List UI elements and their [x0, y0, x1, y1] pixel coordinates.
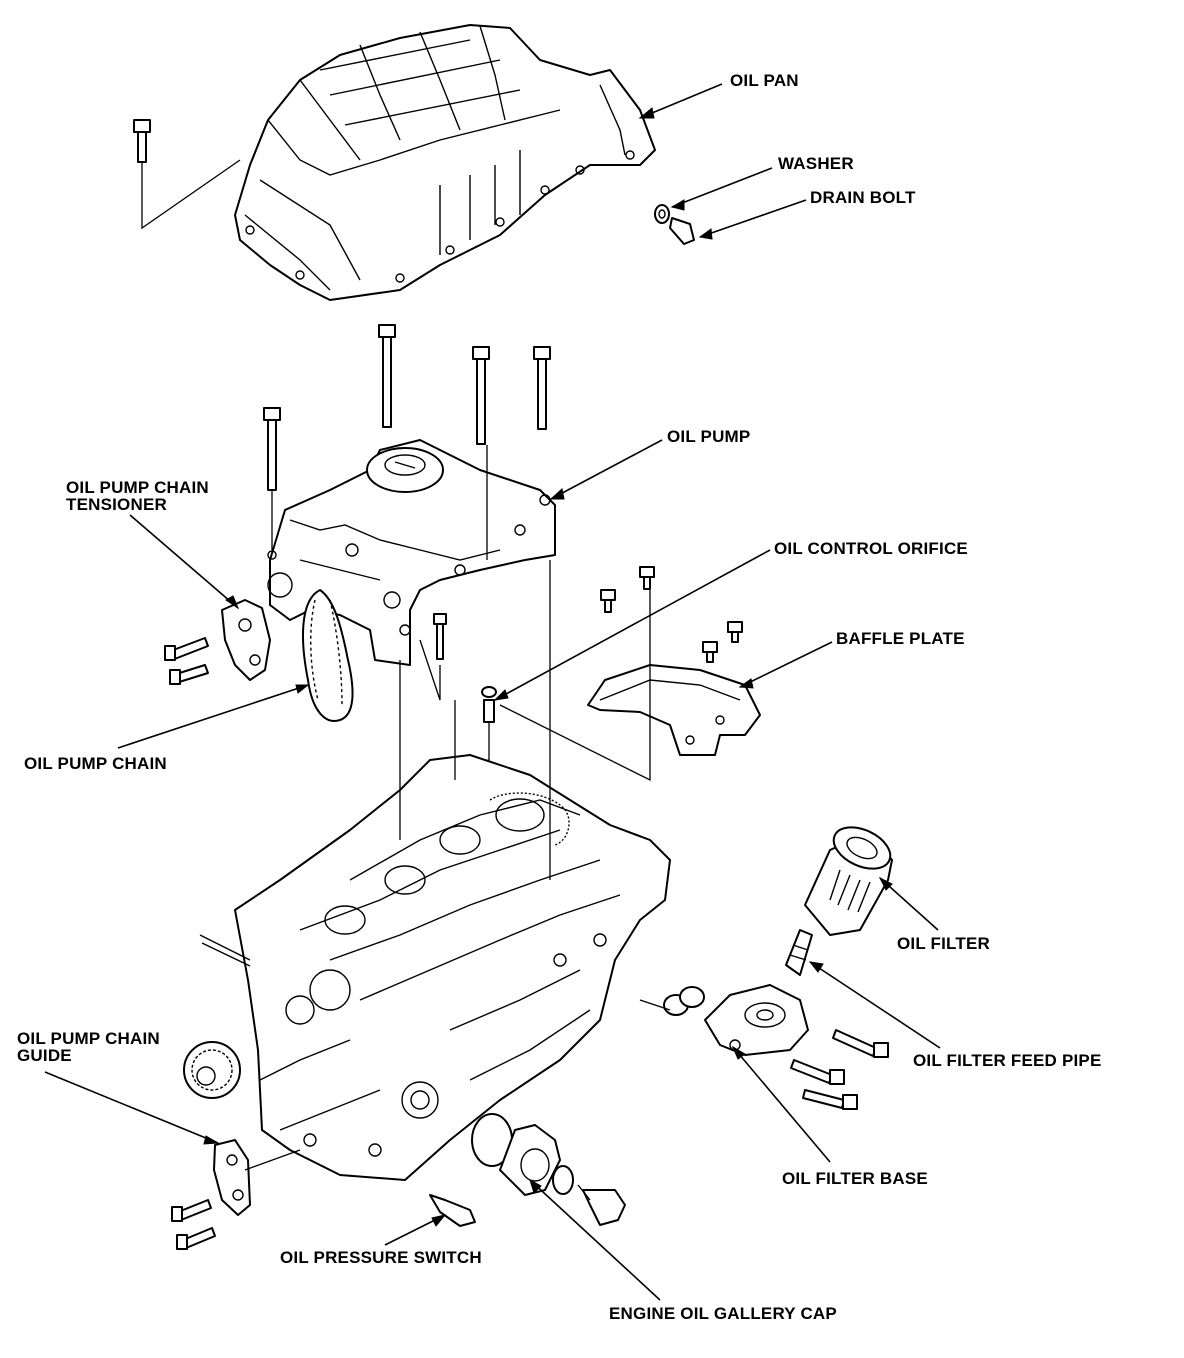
oil-pump-chain-guide-part: [213, 1139, 251, 1216]
leader-lines: [44, 83, 941, 1301]
label-oil-filter-feed-pipe: OIL FILTER FEED PIPE: [913, 1051, 1102, 1070]
oil-pressure-switch-part: [429, 1194, 476, 1227]
tensioner-bolts: [164, 637, 209, 685]
oil-pump-chain-part: [302, 589, 354, 722]
label-oil-pan: OIL PAN: [730, 71, 799, 90]
chain-guide-bolts: [171, 1199, 216, 1250]
label-drain-bolt: DRAIN BOLT: [810, 188, 916, 207]
drain-bolt-part: [669, 217, 695, 245]
label-oil-pump: OIL PUMP: [667, 427, 751, 446]
label-oil-pump-chain: OIL PUMP CHAIN: [24, 754, 167, 773]
engine-block-part: [234, 754, 671, 1181]
label-engine-oil-gallery-cap: ENGINE OIL GALLERY CAP: [609, 1304, 837, 1323]
oil-pump-chain-tensioner-part: [221, 599, 271, 681]
label-baffle-plate: BAFFLE PLATE: [836, 629, 965, 648]
label-washer: WASHER: [778, 154, 854, 173]
label-oil-pump-chain-tensioner: OIL PUMP CHAIN TENSIONER: [66, 478, 209, 514]
oil-pump-bolts: [263, 324, 551, 660]
washer-part: [654, 204, 670, 224]
oil-filter-part: [804, 826, 893, 936]
label-oil-filter-base: OIL FILTER BASE: [782, 1169, 928, 1188]
filter-base-bolts: [790, 1029, 889, 1110]
engine-oil-gallery-cap-part: [471, 1113, 626, 1226]
filter-base-o-rings: [663, 986, 705, 1016]
oil-pump-part: [267, 439, 556, 666]
label-oil-pressure-switch: OIL PRESSURE SWITCH: [280, 1248, 482, 1267]
oil-pan-bolt: [133, 119, 241, 230]
oil-pan-part: [234, 24, 656, 301]
label-oil-filter: OIL FILTER: [897, 934, 990, 953]
label-oil-control-orifice: OIL CONTROL ORIFICE: [774, 539, 968, 558]
dipstick-tube: [199, 934, 251, 967]
oil-filter-base-part: [704, 984, 809, 1056]
crank-sprocket: [183, 1041, 241, 1099]
label-oil-pump-chain-guide: OIL PUMP CHAIN GUIDE: [17, 1029, 160, 1065]
baffle-plate-part: [587, 664, 761, 756]
oil-filter-feed-pipe-part: [785, 929, 813, 976]
assembly-guide-lines: [244, 445, 671, 1171]
